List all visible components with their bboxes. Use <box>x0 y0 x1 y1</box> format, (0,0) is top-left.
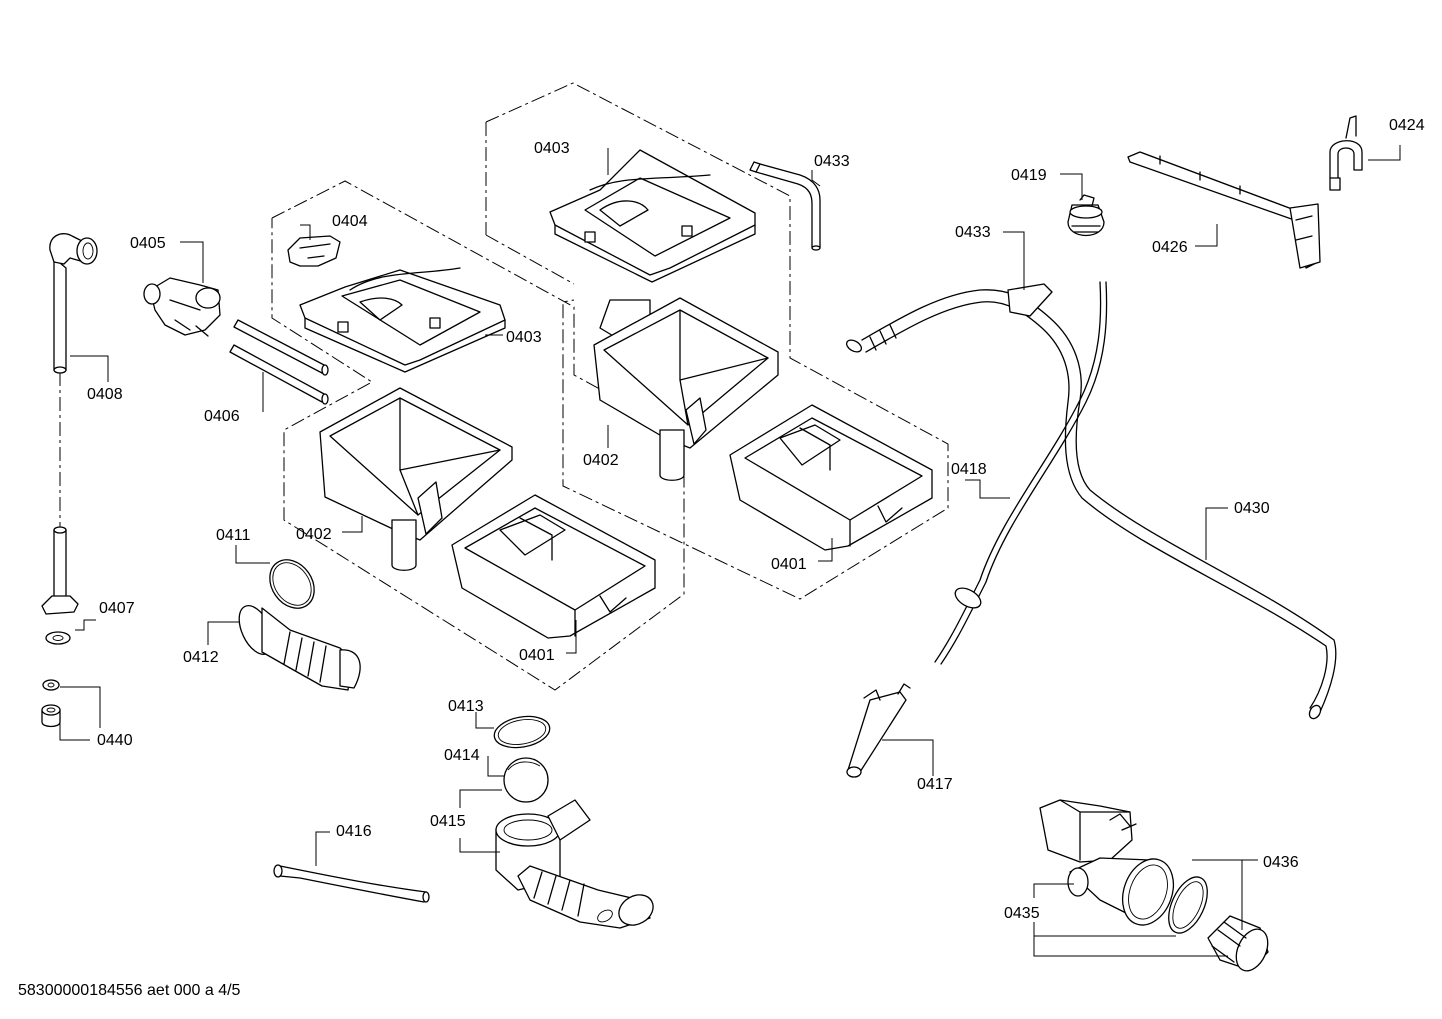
part-0417-level-sensor <box>846 683 911 778</box>
part-0436-filter-seal <box>1168 876 1208 934</box>
part-0424-hook <box>1329 115 1363 191</box>
label-0401: 0401 <box>771 556 807 573</box>
label-0411: 0411 <box>216 527 251 544</box>
part-0413-o-ring <box>493 715 551 749</box>
label-0401: 0401 <box>519 647 555 664</box>
label-0403: 0403 <box>534 140 570 157</box>
label-0414: 0414 <box>444 747 480 764</box>
label-0435: 0435 <box>1004 905 1040 922</box>
label-0416: 0416 <box>336 823 372 840</box>
label-0417: 0417 <box>917 776 953 793</box>
part-0401-drawer-left <box>451 494 656 639</box>
part-0405-inlet-valve <box>143 277 221 337</box>
part-0415-sump-hose <box>495 799 654 929</box>
leader-lines <box>59 145 1401 957</box>
part-0406-tubes <box>229 319 329 405</box>
part-0402-drawer-housing-right <box>593 297 779 481</box>
label-0424: 0424 <box>1389 117 1425 134</box>
part-0435-filter <box>1207 915 1269 972</box>
label-0404: 0404 <box>332 213 368 230</box>
part-0403-cover-left <box>299 267 506 373</box>
label-0419: 0419 <box>1011 167 1047 184</box>
part-0411-seal-ring <box>269 559 315 609</box>
label-0405: 0405 <box>130 235 166 252</box>
part-0412-bellows-hose <box>238 605 361 691</box>
part-0403-cover-right <box>549 149 756 283</box>
label-0407: 0407 <box>99 600 135 617</box>
label-0426: 0426 <box>1152 239 1188 256</box>
part-0426-bracket-rail <box>1127 151 1321 269</box>
label-0412: 0412 <box>183 649 219 666</box>
part-0404-clip-left <box>287 235 341 267</box>
drawing-reference-number: 58300000184556 aet 000 a 4/5 <box>18 982 241 999</box>
label-0431: 0433 <box>955 224 991 241</box>
label-0418: 0418 <box>951 461 987 478</box>
label-0408: 0408 <box>87 386 123 403</box>
label-0402: 0402 <box>296 526 332 543</box>
part-0433-pipe <box>749 161 821 251</box>
part-0414-ball <box>503 757 549 803</box>
label-0406: 0406 <box>204 408 240 425</box>
part-0408-hose-connector <box>49 233 98 374</box>
assembly-outline-left <box>59 180 685 691</box>
label-0415: 0415 <box>430 813 466 830</box>
label-0402: 0402 <box>583 452 619 469</box>
part-0435-drain-pump <box>1039 799 1175 926</box>
label-0433: 0433 <box>814 153 850 170</box>
label-0440: 0440 <box>97 732 133 749</box>
assembly-outline-right <box>485 82 949 600</box>
part-0419-sensor <box>1067 194 1105 236</box>
part-labels: 0405 0408 0404 0403 0403 0433 0406 0402 … <box>87 117 1425 922</box>
label-0430: 0430 <box>1234 500 1270 517</box>
part-0407-inlet-fitting <box>41 526 79 645</box>
part-0440-washers <box>41 679 61 728</box>
part-0418-tube <box>934 281 1108 665</box>
part-0401-drawer-right <box>729 404 933 551</box>
label-0436: 0436 <box>1263 854 1299 871</box>
label-0403: 0403 <box>506 329 542 346</box>
label-0413: 0413 <box>448 698 484 715</box>
part-0416-drain-hose <box>273 864 430 903</box>
part-0402-drawer-housing-left <box>319 387 513 571</box>
